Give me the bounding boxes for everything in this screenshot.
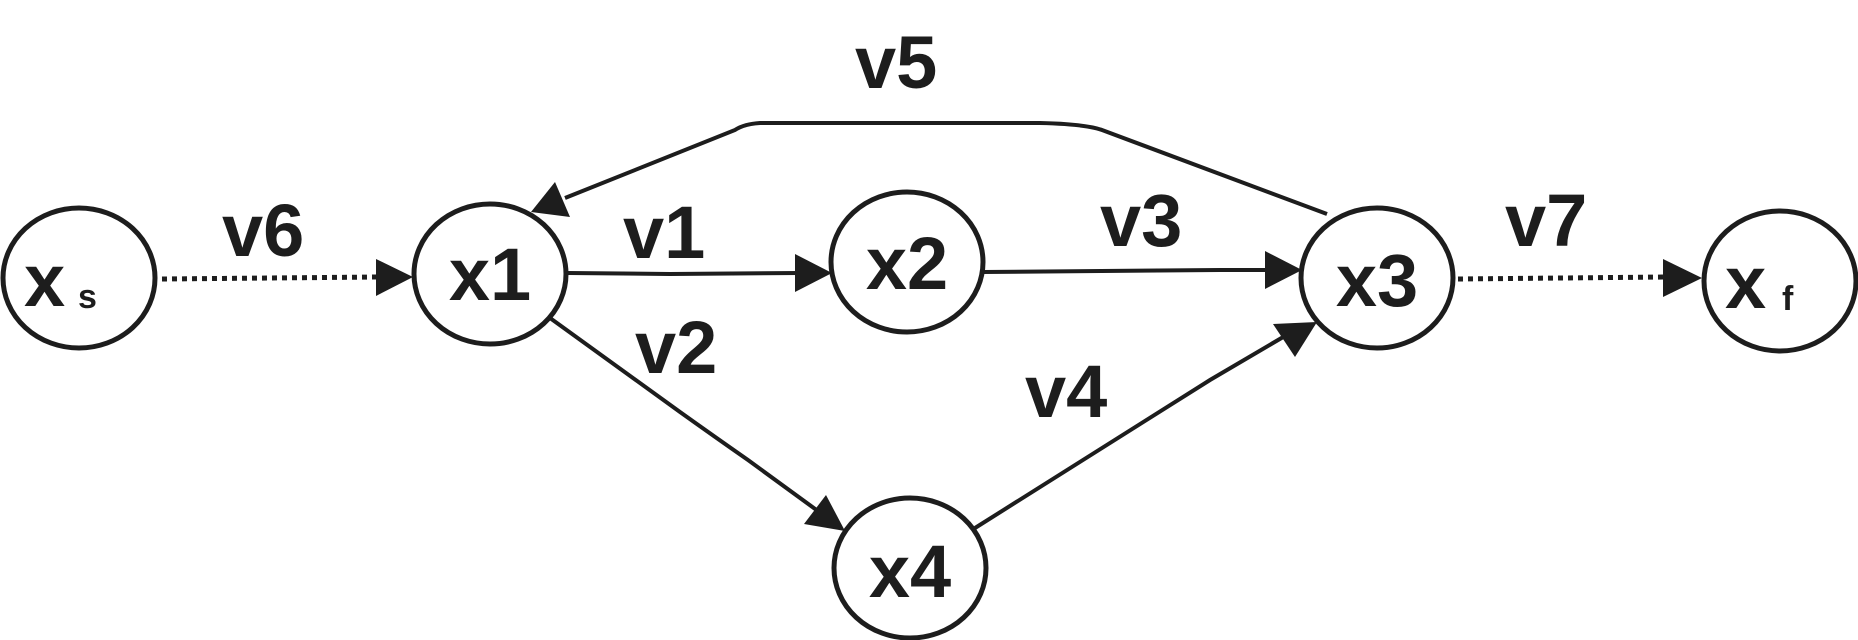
edge-label-v7: v7 bbox=[1505, 179, 1587, 262]
node-x4: x4 bbox=[831, 495, 989, 640]
arrowhead-v3 bbox=[1265, 251, 1302, 289]
node-x3-label: x3 bbox=[1336, 239, 1418, 322]
edge-v5 bbox=[531, 121, 1328, 217]
edge-v2 bbox=[548, 316, 845, 531]
node-x2: x2 bbox=[828, 189, 986, 335]
edge-label-v5: v5 bbox=[855, 21, 937, 104]
arrowhead-v2 bbox=[804, 495, 845, 531]
edge-v1 bbox=[567, 254, 832, 292]
edge-v7 bbox=[1457, 259, 1702, 297]
node-x4-label: x4 bbox=[869, 530, 951, 613]
node-xf-subscript: f bbox=[1782, 280, 1794, 318]
node-x1: x1 bbox=[411, 201, 569, 347]
edge-v4 bbox=[973, 322, 1317, 530]
edge-label-v1: v1 bbox=[623, 191, 705, 274]
node-x1-label: x1 bbox=[449, 233, 531, 316]
arrowhead-v4 bbox=[1273, 322, 1317, 357]
node-xs: x s bbox=[0, 205, 158, 351]
arrowhead-v1 bbox=[795, 254, 832, 292]
edge-label-v6: v6 bbox=[222, 189, 304, 272]
node-x2-label: x2 bbox=[866, 222, 948, 305]
edge-label-v3: v3 bbox=[1100, 179, 1182, 262]
node-xf-label: x bbox=[1725, 241, 1766, 324]
edge-v6 bbox=[161, 259, 413, 296]
arrowhead-v6 bbox=[376, 259, 413, 296]
node-xs-label: x bbox=[24, 239, 65, 322]
node-x3: x3 bbox=[1298, 205, 1456, 351]
arrowhead-v7 bbox=[1663, 259, 1702, 297]
edge-v3 bbox=[982, 251, 1302, 289]
node-xf: x f bbox=[1701, 208, 1858, 354]
edge-label-v2: v2 bbox=[635, 306, 717, 389]
node-xs-subscript: s bbox=[78, 278, 97, 316]
edge-label-v4: v4 bbox=[1025, 350, 1107, 433]
arrowhead-v5 bbox=[531, 182, 570, 217]
